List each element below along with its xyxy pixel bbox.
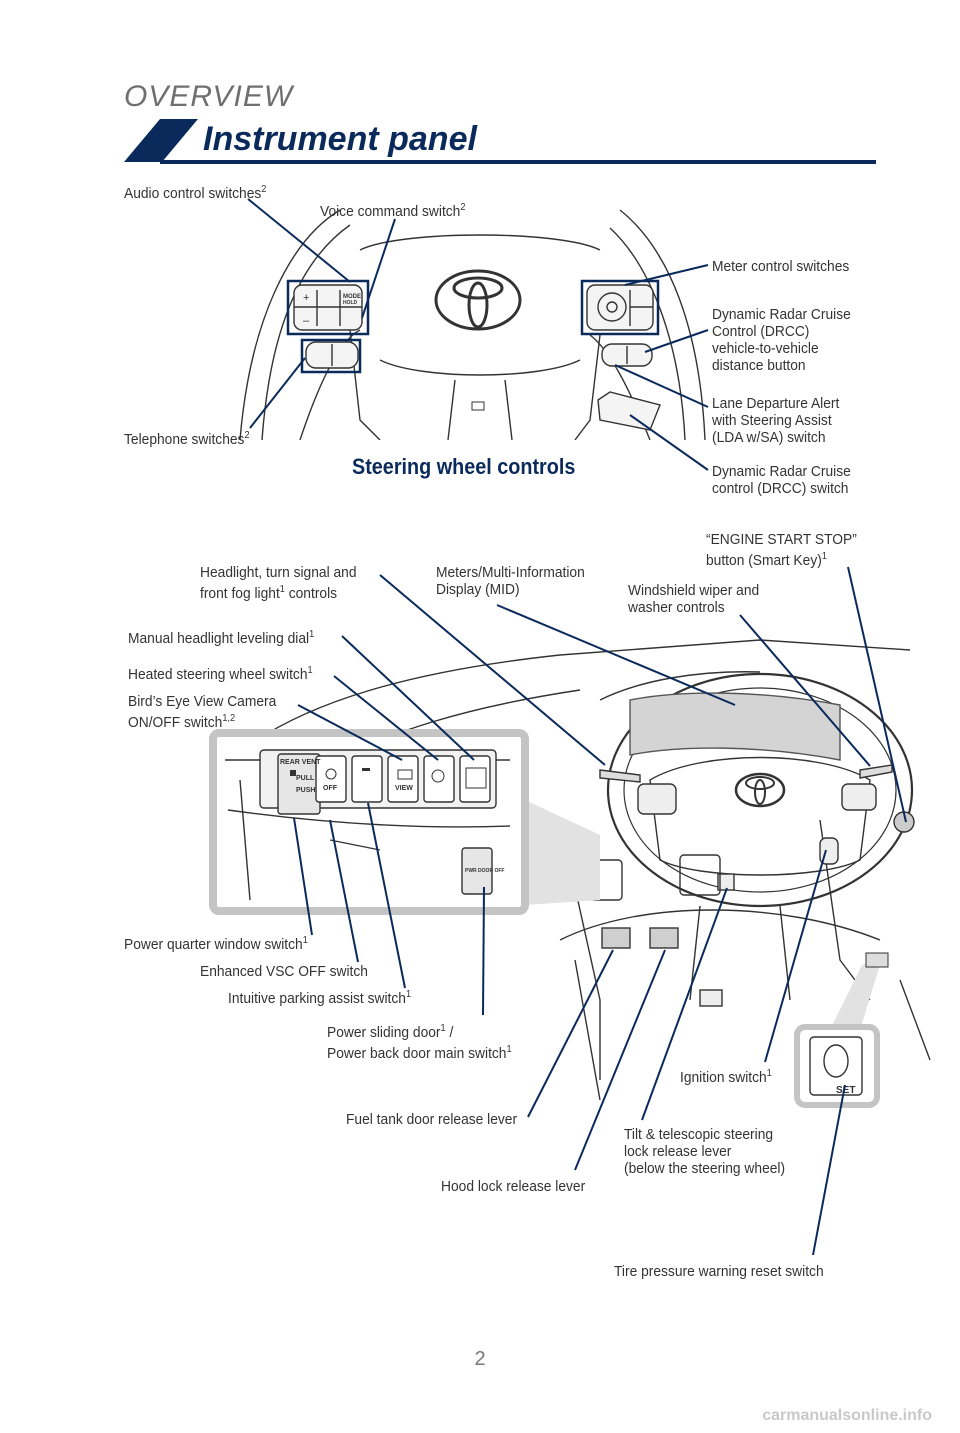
label-birds-eye-view-switch: Bird’s Eye View Camera ON/OFF switch1,2: [128, 693, 277, 731]
svg-text:+: +: [303, 292, 309, 304]
label-audio-control-switches: Audio control switches2: [124, 184, 267, 202]
label-fuel-door-lever: Fuel tank door release lever: [346, 1111, 518, 1128]
page-title: Instrument panel: [203, 120, 477, 158]
title-rule: [160, 160, 876, 164]
label-meters-mid: Meters/Multi-Information Display (MID): [436, 564, 585, 598]
label-power-quarter-window-switch: Power quarter window switch1: [124, 935, 308, 953]
label-ignition-switch: Ignition switch1: [680, 1068, 772, 1086]
label-parking-assist-switch: Intuitive parking assist switch1: [228, 989, 412, 1007]
label-telephone-switches: Telephone switches2: [124, 430, 250, 448]
label-drcc-switch: Dynamic Radar Cruise control (DRCC) swit…: [712, 463, 851, 497]
svg-text:PUSH: PUSH: [296, 787, 315, 794]
header-decor: [124, 119, 198, 162]
label-lda-switch: Lane Departure Alert with Steering Assis…: [712, 395, 840, 446]
label-tilt-telescopic-lever: Tilt & telescopic steering lock release …: [624, 1126, 786, 1177]
label-engine-start-stop: “ENGINE START STOP” button (Smart Key)1: [706, 531, 857, 569]
label-voice-command-switch: Voice command switch2: [320, 202, 466, 220]
label-drcc-distance-button: Dynamic Radar Cruise Control (DRCC) vehi…: [712, 306, 851, 374]
svg-text:MODE: MODE: [343, 294, 361, 300]
label-power-sliding-door: Power sliding door1 / Power back door ma…: [327, 1023, 512, 1062]
label-heated-steering-wheel-switch: Heated steering wheel switch1: [128, 665, 313, 683]
label-wiper-controls: Windshield wiper and washer controls: [628, 582, 760, 616]
section-heading: OVERVIEW: [124, 80, 294, 113]
svg-text:PULL: PULL: [296, 775, 315, 782]
steering-wheel-drawing: + – MODE HOLD: [239, 209, 706, 440]
svg-text:REAR VENT: REAR VENT: [280, 759, 321, 766]
label-hood-lock-lever: Hood lock release lever: [441, 1178, 586, 1195]
label-headlight-controls: Headlight, turn signal and front fog lig…: [200, 564, 357, 602]
svg-text:VIEW: VIEW: [395, 785, 413, 792]
watermark: carmanualsonline.info: [762, 1407, 932, 1424]
steering-wheel-caption: Steering wheel controls: [352, 454, 576, 479]
label-headlight-leveling-dial: Manual headlight leveling dial1: [128, 629, 315, 647]
svg-text:OFF: OFF: [323, 785, 338, 792]
label-meter-control-switches: Meter control switches: [712, 258, 850, 275]
svg-text:–: –: [303, 315, 310, 327]
svg-text:SET: SET: [836, 1085, 855, 1096]
page-number: 2: [474, 1348, 486, 1370]
svg-text:PWR DOOR OFF: PWR DOOR OFF: [465, 868, 504, 874]
label-vsc-off-switch: Enhanced VSC OFF switch: [200, 963, 368, 980]
label-tire-pressure-reset: Tire pressure warning reset switch: [614, 1263, 824, 1280]
svg-text:HOLD: HOLD: [343, 300, 358, 306]
